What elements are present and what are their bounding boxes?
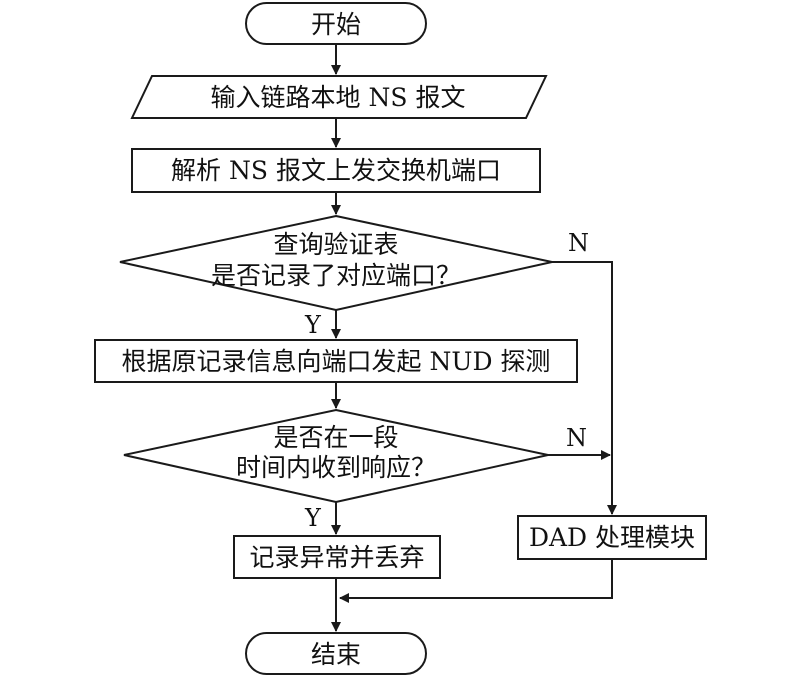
parse-label: 解析 NS 报文上发交换机端口	[171, 156, 501, 185]
record-discard-box: 记录异常并丢弃	[233, 535, 441, 579]
decision2-yes-label: Y	[304, 504, 322, 532]
dad-module-box: DAD 处理模块	[517, 515, 707, 560]
input-label: 输入链路本地 NS 报文	[211, 83, 466, 112]
record-label: 记录异常并丢弃	[249, 543, 424, 572]
decision1-no-label: N	[568, 229, 589, 257]
decision2-line2: 时间内收到响应？	[236, 453, 436, 482]
dad-label: DAD 处理模块	[529, 523, 695, 552]
start-label: 开始	[311, 10, 361, 39]
decision2-no-label: N	[566, 424, 587, 452]
decision-check-table: 查询验证表 是否记录了对应端口？	[119, 214, 553, 312]
end-label: 结束	[311, 640, 361, 669]
decision2-line1: 是否在一段	[273, 423, 398, 452]
decision-response-received: 是否在一段 时间内收到响应？	[123, 408, 549, 504]
decision1-line1: 查询验证表	[273, 230, 398, 259]
input-parallelogram: 输入链路本地 NS 报文	[130, 75, 548, 119]
nud-probe-box: 根据原记录信息向端口发起 NUD 探测	[94, 339, 578, 383]
end-terminator: 结束	[245, 632, 427, 675]
probe-label: 根据原记录信息向端口发起 NUD 探测	[122, 347, 551, 376]
decision1-line2: 是否记录了对应端口？	[211, 261, 461, 290]
connectors	[331, 44, 617, 632]
start-terminator: 开始	[245, 2, 427, 45]
decision1-yes-label: Y	[304, 311, 322, 339]
parse-process-box: 解析 NS 报文上发交换机端口	[131, 148, 541, 193]
